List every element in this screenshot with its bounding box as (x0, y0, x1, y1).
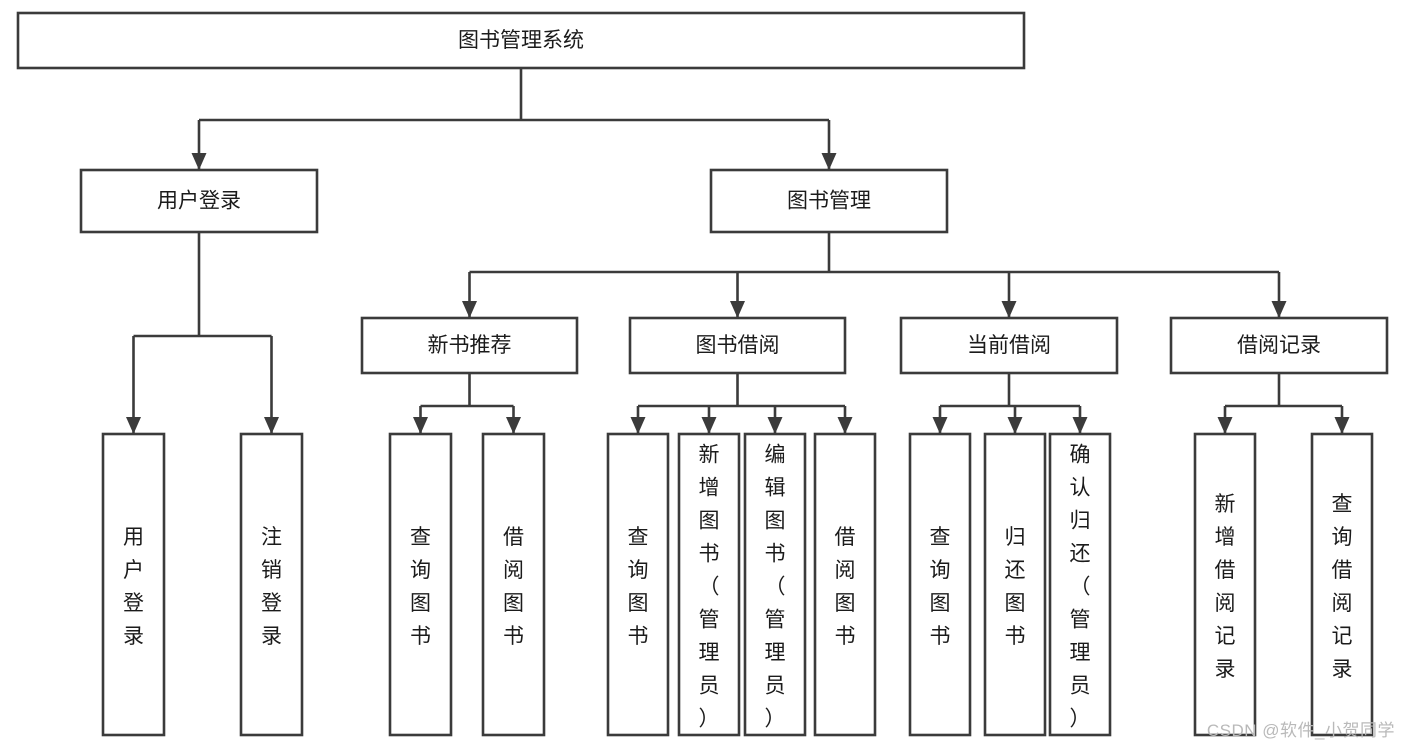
arrow-head-icon (264, 417, 279, 434)
node-leaf-borrow-book-rec[interactable]: 借阅图书 (481, 432, 546, 737)
node-leaf-borrow-book-bo[interactable]: 借阅图书 (813, 432, 877, 737)
node-leaf-return-book[interactable]: 归还图书 (983, 432, 1047, 737)
node-leaf-query-book-rec[interactable]: 查询图书 (388, 432, 453, 737)
node-box (628, 316, 847, 375)
node-leaf-user-login[interactable]: 用户登录 (101, 432, 166, 737)
node-box (983, 432, 1047, 737)
edge-current-to-leaves (932, 373, 1088, 434)
node-box (16, 11, 1026, 70)
node-leaf-query-book-bo[interactable]: 查询图书 (606, 432, 670, 737)
arrow-head-icon (767, 417, 783, 434)
node-label: 当前借阅 (967, 334, 1051, 357)
node-label: 借阅记录 (1237, 334, 1321, 357)
node-root-root[interactable]: 图书管理系统 (16, 11, 1026, 70)
node-label: 查询图书 (410, 526, 431, 648)
node-label: 图书借阅 (696, 334, 780, 357)
arrow-head-icon (837, 417, 853, 434)
node-box (388, 432, 453, 737)
node-leaf-confirm-return[interactable]: 确认归还（管理员） (1048, 432, 1112, 737)
node-label: 归还图书 (1005, 526, 1026, 648)
arrow-head-icon (413, 417, 428, 434)
node-book-manage[interactable]: 图书管理 (709, 168, 949, 234)
node-label: 用户登录 (123, 526, 144, 648)
arrow-head-icon (630, 417, 646, 434)
edge-root-to-level2 (191, 68, 837, 170)
arrow-head-icon (1072, 417, 1088, 434)
arrow-head-icon (1001, 301, 1017, 318)
node-box (1048, 432, 1112, 737)
node-leaf-edit-book[interactable]: 编辑图书（管理员） (743, 432, 807, 737)
node-label: 图书管理 (787, 190, 871, 213)
node-box (677, 432, 741, 737)
arrow-head-icon (730, 301, 745, 318)
node-box (709, 168, 949, 234)
node-leaf-logout[interactable]: 注销登录 (239, 432, 304, 737)
node-label: 注销登录 (261, 526, 282, 648)
node-label: 借阅图书 (503, 526, 524, 648)
node-box (1169, 316, 1389, 375)
node-box (239, 432, 304, 737)
node-user-login[interactable]: 用户登录 (79, 168, 319, 234)
node-label: 新增图书（管理员） (699, 444, 720, 731)
node-box (908, 432, 972, 737)
arrow-head-icon (506, 417, 521, 434)
nodes-layer: 图书管理系统用户登录图书管理新书推荐图书借阅当前借阅借阅记录用户登录注销登录查询… (16, 11, 1389, 737)
node-box (101, 432, 166, 737)
edge-record-to-leaves (1217, 373, 1350, 434)
node-box (813, 432, 877, 737)
node-label: 用户登录 (157, 190, 241, 213)
arrow-head-icon (1007, 417, 1023, 434)
node-leaf-query-record[interactable]: 查询借阅记录 (1310, 432, 1374, 737)
arrow-head-icon (126, 417, 141, 434)
arrow-head-icon (821, 153, 837, 170)
node-label: 查询借阅记录 (1332, 493, 1353, 681)
edge-newbook-to-leaves (413, 373, 521, 434)
arrow-head-icon (1271, 301, 1287, 318)
node-box (606, 432, 670, 737)
arrow-head-icon (932, 417, 948, 434)
edge-userlogin-to-leaves (126, 232, 279, 434)
arrow-head-icon (1334, 417, 1350, 434)
node-label: 查询图书 (930, 526, 951, 648)
edge-bookmanage-to-level3 (462, 232, 1287, 318)
node-box (1310, 432, 1374, 737)
node-box (1193, 432, 1257, 737)
node-new-book-rec[interactable]: 新书推荐 (360, 316, 579, 375)
watermark-label: CSDN @软件_小贺同学 (1206, 721, 1395, 740)
node-label: 借阅图书 (835, 526, 856, 648)
node-current-borrow[interactable]: 当前借阅 (899, 316, 1119, 375)
edges-layer (126, 68, 1350, 434)
node-borrow-record[interactable]: 借阅记录 (1169, 316, 1389, 375)
arrow-head-icon (701, 417, 717, 434)
node-label: 新增借阅记录 (1215, 493, 1236, 681)
node-box (481, 432, 546, 737)
node-box (743, 432, 807, 737)
arrow-head-icon (191, 153, 207, 170)
edge-bookborrow-to-leaves (630, 373, 853, 434)
node-label: 图书管理系统 (458, 29, 584, 52)
node-leaf-query-book-cur[interactable]: 查询图书 (908, 432, 972, 737)
arrow-head-icon (462, 301, 477, 318)
node-leaf-add-book[interactable]: 新增图书（管理员） (677, 432, 741, 737)
node-box (79, 168, 319, 234)
node-label: 确认归还（管理员） (1070, 444, 1091, 731)
node-box (360, 316, 579, 375)
node-book-borrow[interactable]: 图书借阅 (628, 316, 847, 375)
node-label: 编辑图书（管理员） (765, 444, 786, 731)
node-box (899, 316, 1119, 375)
node-label: 查询图书 (628, 526, 649, 648)
arrow-head-icon (1217, 417, 1233, 434)
node-leaf-add-record[interactable]: 新增借阅记录 (1193, 432, 1257, 737)
node-label: 新书推荐 (428, 334, 512, 357)
